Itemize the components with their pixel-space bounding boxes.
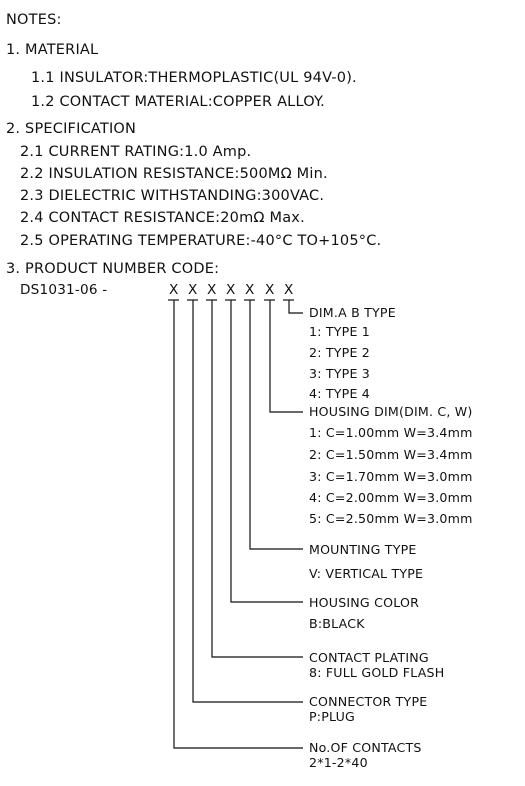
housing-color-title: HOUSING COLOR	[309, 595, 420, 610]
spec-item-insulation: 2.2 INSULATION RESISTANCE:500MΩ Min.	[20, 166, 328, 182]
spec-item-contact-resistance: 2.4 CONTACT RESISTANCE:20mΩ Max.	[20, 210, 305, 226]
code-placeholder-7: X	[284, 282, 294, 298]
housing-dim-option-3: 3: C=1.70mm W=3.0mm	[309, 469, 473, 484]
contacts-title: No.OF CONTACTS	[309, 740, 422, 755]
material-item-insulator: 1.1 INSULATOR:THERMOPLASTIC(UL 94V-0).	[31, 70, 357, 86]
code-placeholder-5: X	[245, 282, 255, 298]
dim-ab-option-3: 3: TYPE 3	[309, 366, 371, 381]
mounting-type-value: V: VERTICAL TYPE	[309, 566, 424, 581]
housing-dim-title: HOUSING DIM(DIM. C, W)	[309, 404, 473, 419]
notes-heading: NOTES:	[6, 12, 62, 28]
code-placeholder-2: X	[188, 282, 198, 298]
housing-dim-option-2: 2: C=1.50mm W=3.4mm	[309, 447, 473, 462]
material-heading: 1. MATERIAL	[6, 42, 99, 58]
dim-ab-title: DIM.A B TYPE	[309, 305, 396, 320]
spec-item-temperature: 2.5 OPERATING TEMPERATURE:-40°C TO+105°C…	[20, 233, 382, 249]
dim-ab-option-2: 2: TYPE 2	[309, 345, 371, 360]
specification-heading: 2. SPECIFICATION	[6, 121, 137, 137]
mounting-type-title: MOUNTING TYPE	[309, 542, 417, 557]
code-placeholder-1: X	[169, 282, 179, 298]
contact-plating-value: 8: FULL GOLD FLASH	[309, 665, 445, 680]
housing-color-value: B:BLACK	[309, 616, 365, 631]
code-placeholder-3: X	[207, 282, 217, 298]
contacts-value: 2*1-2*40	[309, 755, 368, 770]
connector-type-value: P:PLUG	[309, 709, 355, 724]
code-placeholder-6: X	[265, 282, 275, 298]
dim-ab-option-4: 4: TYPE 4	[309, 386, 371, 401]
connector-type-title: CONNECTOR TYPE	[309, 694, 428, 709]
material-item-contact: 1.2 CONTACT MATERIAL:COPPER ALLOY.	[31, 94, 325, 110]
housing-dim-option-1: 1: C=1.00mm W=3.4mm	[309, 425, 473, 440]
spec-item-dielectric: 2.3 DIELECTRIC WITHSTANDING:300VAC.	[20, 188, 325, 204]
spec-item-current: 2.1 CURRENT RATING:1.0 Amp.	[20, 144, 252, 160]
contact-plating-title: CONTACT PLATING	[309, 650, 429, 665]
dim-ab-option-1: 1: TYPE 1	[309, 324, 371, 339]
product-code-prefix: DS1031-06 -	[20, 282, 108, 298]
housing-dim-option-5: 5: C=2.50mm W=3.0mm	[309, 511, 473, 526]
product-code-heading: 3. PRODUCT NUMBER CODE:	[6, 261, 220, 277]
housing-dim-option-4: 4: C=2.00mm W=3.0mm	[309, 490, 473, 505]
code-placeholder-4: X	[226, 282, 236, 298]
